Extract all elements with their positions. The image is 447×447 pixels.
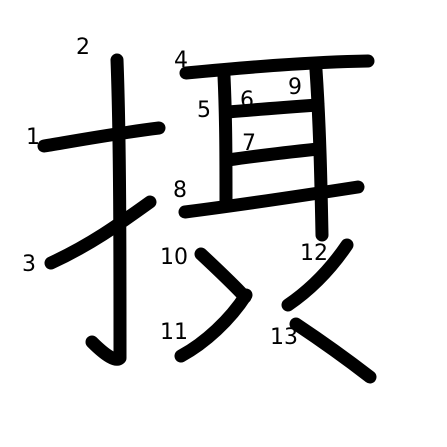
character-strokes — [37, 53, 377, 384]
stroke-number-4: 4 — [174, 48, 188, 73]
stroke-1 — [37, 121, 166, 153]
stroke-number-1: 1 — [26, 125, 40, 150]
stroke-9 — [309, 63, 329, 242]
stroke-number-13: 13 — [270, 325, 298, 350]
stroke-number-2: 2 — [76, 35, 90, 60]
stroke-3 — [44, 195, 157, 270]
stroke-number-3: 3 — [22, 252, 36, 277]
stroke-4 — [179, 54, 375, 80]
stroke-2 — [85, 53, 127, 366]
stroke-number-7: 7 — [242, 131, 256, 156]
stroke-number-5: 5 — [197, 98, 211, 123]
stroke-number-9: 9 — [288, 75, 302, 100]
stroke-12 — [281, 238, 354, 312]
stroke-number-12: 12 — [300, 241, 328, 266]
stroke-number-6: 6 — [240, 88, 254, 113]
stroke-6 — [221, 98, 325, 119]
stroke-7 — [221, 142, 325, 167]
stroke-8 — [178, 180, 365, 219]
stroke-10 — [194, 247, 252, 304]
stroke-13 — [289, 317, 377, 384]
stroke-number-11: 11 — [160, 320, 188, 345]
stroke-11 — [174, 288, 253, 363]
stroke-5 — [217, 69, 233, 211]
stroke-number-8: 8 — [173, 178, 187, 203]
stroke-number-10: 10 — [160, 245, 188, 270]
stroke-order-numbers: 1 2 3 4 5 6 7 8 9 10 11 12 13 — [22, 35, 328, 350]
